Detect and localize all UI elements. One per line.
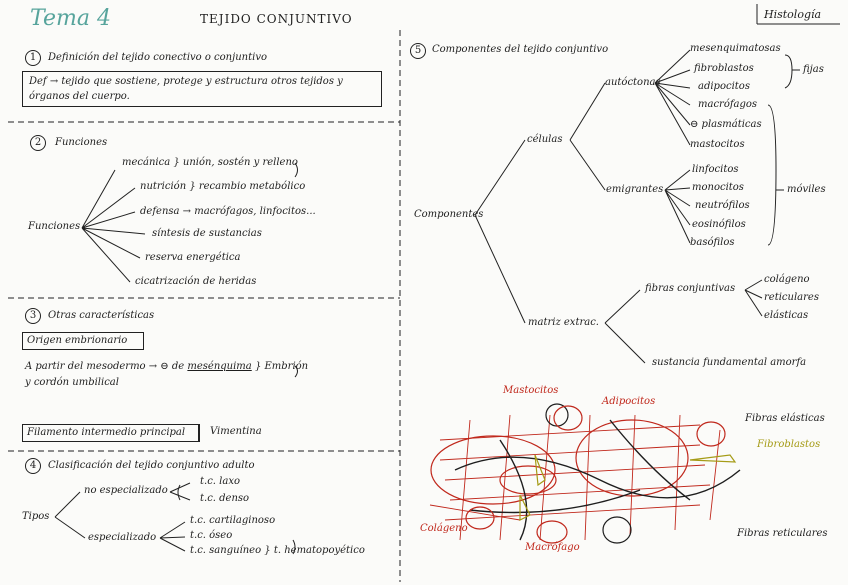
funcion-item: nutrición } recambio metabólico (140, 182, 305, 192)
label-colageno: Colágeno (420, 524, 468, 534)
tipo-item: t.c. denso (200, 494, 249, 504)
fija-item: fibroblastos (694, 64, 754, 74)
fibra-item: colágeno (764, 275, 810, 285)
movil-item: neutrófilos (695, 201, 750, 211)
definition-box: Def → tejido que sostiene, protege y est… (22, 71, 382, 107)
label-macrofago: Macrófago (525, 543, 580, 553)
section-number-2: 2 (30, 135, 46, 151)
movil-item: monocitos (692, 183, 744, 193)
section-5-title: Componentes del tejido conjuntivo (432, 45, 608, 55)
fibras-node: fibras conjuntivas (645, 284, 735, 294)
label-mastocitos: Mastocitos (503, 386, 558, 396)
tipos-root: Tipos (22, 512, 49, 522)
section-number-5: 5 (410, 43, 426, 59)
origen-line-2: y cordón umbilical (25, 378, 119, 388)
funcion-item: defensa → macrófagos, linfocitos... (140, 207, 316, 217)
label-adipocitos: Adipocitos (602, 397, 655, 407)
movil-item: macrófagos (698, 100, 757, 110)
definition-line-2: órganos del cuerpo. (29, 92, 130, 102)
movil-item: basófilos (690, 238, 735, 248)
funcion-item: reserva energética (145, 253, 240, 263)
label-fibras-reticulares: Fibras reticulares (737, 529, 828, 539)
origen-text-start: A partir del mesodermo → ⊖ de (25, 361, 184, 372)
fija-item: adipocitos (698, 82, 750, 92)
movil-item: mastocitos (690, 140, 745, 150)
fibra-item: reticulares (764, 293, 819, 303)
componentes-root: Componentes (414, 210, 483, 220)
section-number-4: 4 (25, 458, 41, 474)
emigrantes-node: emigrantes (606, 185, 663, 195)
movil-item: linfocitos (692, 165, 739, 175)
funcion-item: mecánica } unión, sostén y relleno (122, 158, 298, 168)
filamento-value: Vimentina (210, 427, 262, 437)
tipo-item: t.c. óseo (190, 531, 232, 541)
label-fibroblastos: Fibroblastos (757, 440, 820, 450)
fijas-label: fijas (803, 65, 824, 75)
funciones-root: Funciones (28, 222, 80, 232)
filamento-box: Filamento intermedio principal (22, 424, 200, 442)
subject-label: Histología (764, 9, 821, 20)
moviles-label: móviles (787, 185, 826, 195)
autoctonas-node: autóctonas (605, 78, 661, 88)
tema-heading: Tema 4 (30, 8, 111, 30)
filamento-label: Filamento intermedio principal (27, 428, 185, 438)
movil-item: eosinófilos (692, 220, 746, 230)
section-number-3: 3 (25, 308, 41, 324)
funcion-item: cicatrización de heridas (135, 277, 256, 287)
fija-item: mesenquimatosas (690, 44, 781, 54)
label-fibras-elasticas: Fibras elásticas (745, 414, 825, 424)
mesenquima-term: mesénquima (187, 361, 251, 372)
funcion-item: síntesis de sustancias (152, 229, 262, 239)
especializado: especializado (88, 533, 156, 543)
origen-text: A partir del mesodermo → ⊖ de mesénquima… (25, 362, 308, 372)
section-3-title: Otras características (48, 311, 154, 321)
filamento-divider (198, 424, 200, 442)
celulas-node: células (527, 135, 562, 145)
definition-line-1: Def → tejido que sostiene, protege y est… (29, 77, 343, 87)
movil-item: ⊖ plasmáticas (690, 120, 762, 130)
section-1-title: Definición del tejido conectivo o conjun… (48, 53, 267, 63)
origen-label: Origen embrionario (27, 336, 127, 346)
page-title: TEJIDO CONJUNTIVO (200, 13, 353, 25)
sustancia-node: sustancia fundamental amorfa (652, 358, 806, 368)
no-especializado: no especializado (84, 486, 168, 496)
origen-text-tail: } Embrión (255, 361, 308, 372)
origen-box: Origen embrionario (22, 332, 144, 350)
tipo-item: t.c. laxo (200, 477, 240, 487)
tipo-item: t.c. cartilaginoso (190, 516, 275, 526)
section-2-title: Funciones (55, 138, 107, 148)
matriz-node: matriz extrac. (528, 318, 599, 328)
fibra-item: elásticas (764, 311, 808, 321)
section-4-title: Clasificación del tejido conjuntivo adul… (48, 461, 255, 471)
section-number-1: 1 (25, 50, 41, 66)
tipo-item: t.c. sanguíneo } t. hematopoyético (190, 546, 365, 556)
